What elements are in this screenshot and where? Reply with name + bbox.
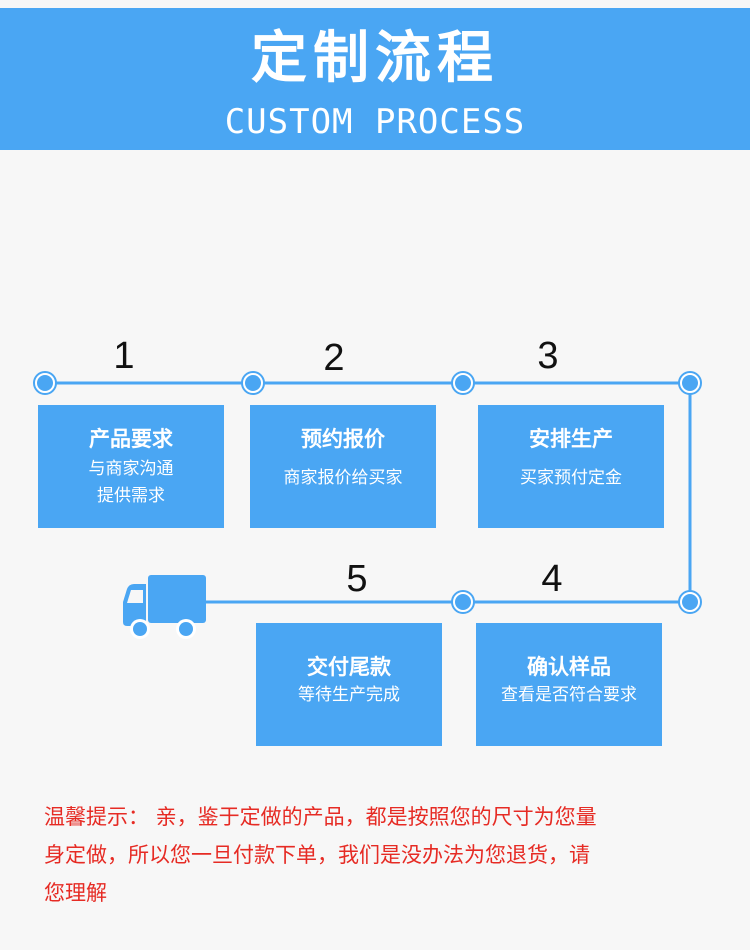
step-desc-line1: 等待生产完成 [298, 685, 400, 705]
notice-line-3: 您理解 [44, 881, 107, 905]
step-desc-line1: 买家预付定金 [520, 468, 622, 488]
step-card-2: 预约报价 商家报价给买家 [250, 405, 436, 528]
step-title: 安排生产 [529, 427, 613, 451]
flow-node [241, 371, 265, 395]
flow-node [678, 590, 702, 614]
step-desc-line1: 查看是否符合要求 [501, 685, 637, 705]
flow-node [33, 371, 57, 395]
step-number-2: 2 [323, 337, 345, 379]
delivery-truck-icon [123, 575, 206, 639]
step-title: 产品要求 [89, 427, 173, 451]
step-number-3: 3 [537, 335, 559, 377]
notice-line-2: 身定做，所以您一旦付款下单，我们是没办法为您退货，请 [44, 843, 590, 867]
flow-node [451, 590, 475, 614]
step-desc-line1: 与商家沟通 [88, 459, 174, 479]
step-desc-line2: 提供需求 [97, 486, 165, 506]
step-number-1: 1 [113, 335, 135, 377]
step-card-5: 交付尾款 等待生产完成 [256, 623, 442, 746]
header-banner: 定制流程 CUSTOM PROCESS [0, 8, 750, 150]
step-desc-line1: 商家报价给买家 [283, 468, 403, 488]
notice-line-1: 温馨提示： 亲，鉴于定做的产品，都是按照您的尺寸为您量 [44, 805, 597, 829]
flow-node [451, 371, 475, 395]
step-title: 确认样品 [527, 655, 611, 679]
step-title: 预约报价 [301, 427, 385, 451]
step-card-4: 确认样品 查看是否符合要求 [476, 623, 662, 746]
notice-text: 温馨提示： 亲，鉴于定做的产品，都是按照您的尺寸为您量 身定做，所以您一旦付款下… [44, 798, 714, 912]
step-number-4: 4 [541, 558, 563, 600]
step-title: 交付尾款 [307, 655, 391, 679]
step-card-1: 产品要求 与商家沟通 提供需求 [38, 405, 224, 528]
step-number-5: 5 [346, 558, 368, 600]
flow-node [678, 371, 702, 395]
page-title: 定制流程 [251, 26, 499, 91]
step-card-3: 安排生产 买家预付定金 [478, 405, 664, 528]
page-subtitle: CUSTOM PROCESS [224, 102, 526, 142]
